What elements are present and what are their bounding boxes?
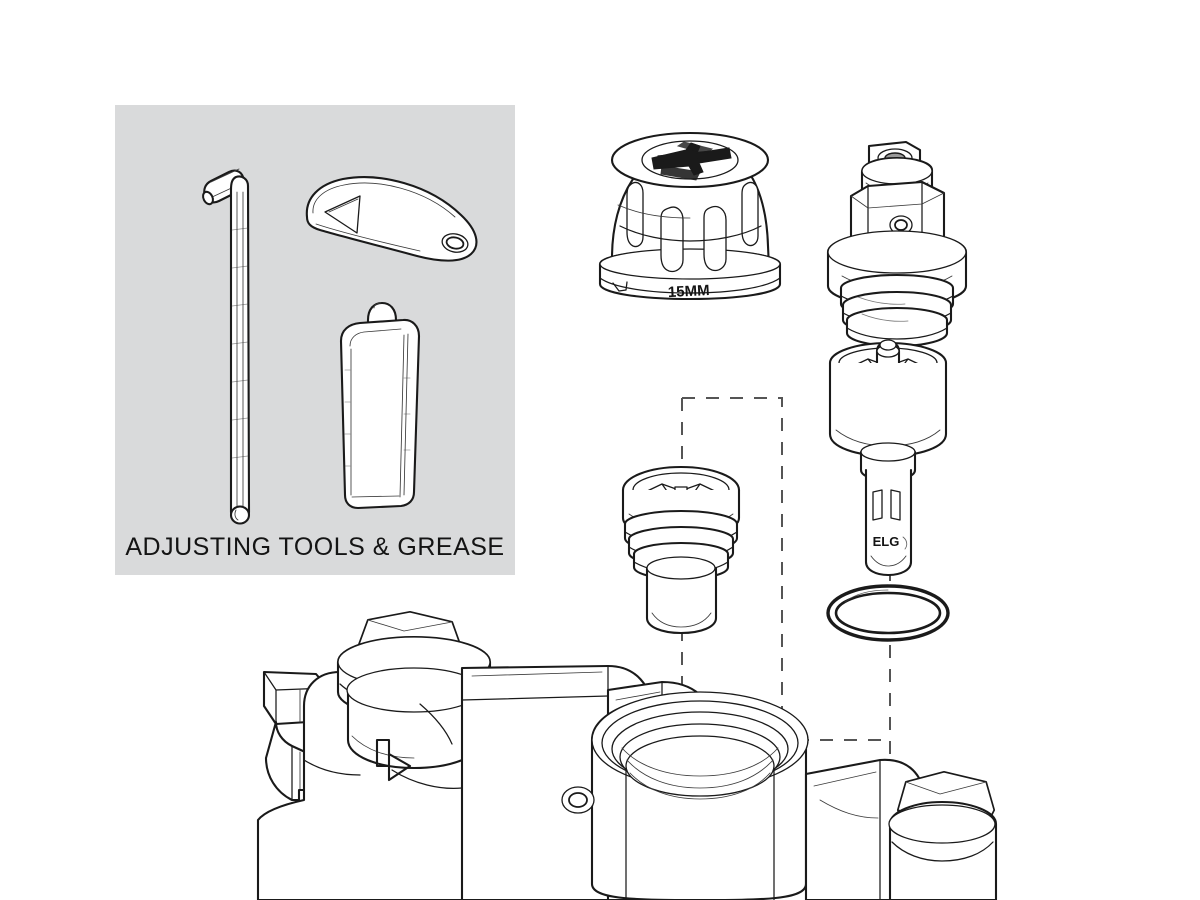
- part-adjusting-bonnet: [826, 140, 968, 348]
- valve-hex-plug-left: [336, 610, 492, 770]
- spanner-key-tool: [305, 176, 478, 262]
- part-o-ring: [826, 584, 950, 642]
- part-protective-cap: 15MM: [598, 131, 782, 301]
- part-thermostatic-cartridge: ELG: [828, 339, 948, 577]
- cap-cross-rib-pattern: [651, 141, 732, 181]
- hex-key-tool: [202, 168, 251, 525]
- tools-panel-background: [115, 105, 515, 575]
- check-valve-ribs: [623, 509, 739, 581]
- valve-hex-plug-right: [888, 770, 998, 900]
- flow-direction-arrow: [375, 703, 463, 789]
- grease-sachet: [339, 301, 421, 510]
- cartridge-brand-marking: ELG: [873, 534, 900, 549]
- tools-panel-caption: ADJUSTING TOOLS & GREASE: [125, 533, 504, 561]
- bonnet-o-ring-bands: [839, 273, 955, 348]
- cap-size-marking: 15MM: [668, 282, 711, 301]
- part-valve-body: [256, 610, 998, 900]
- adjusting-tools-panel: ADJUSTING TOOLS & GREASE: [115, 105, 515, 575]
- valve-threaded-port: [590, 691, 809, 900]
- part-check-valve: [621, 465, 741, 635]
